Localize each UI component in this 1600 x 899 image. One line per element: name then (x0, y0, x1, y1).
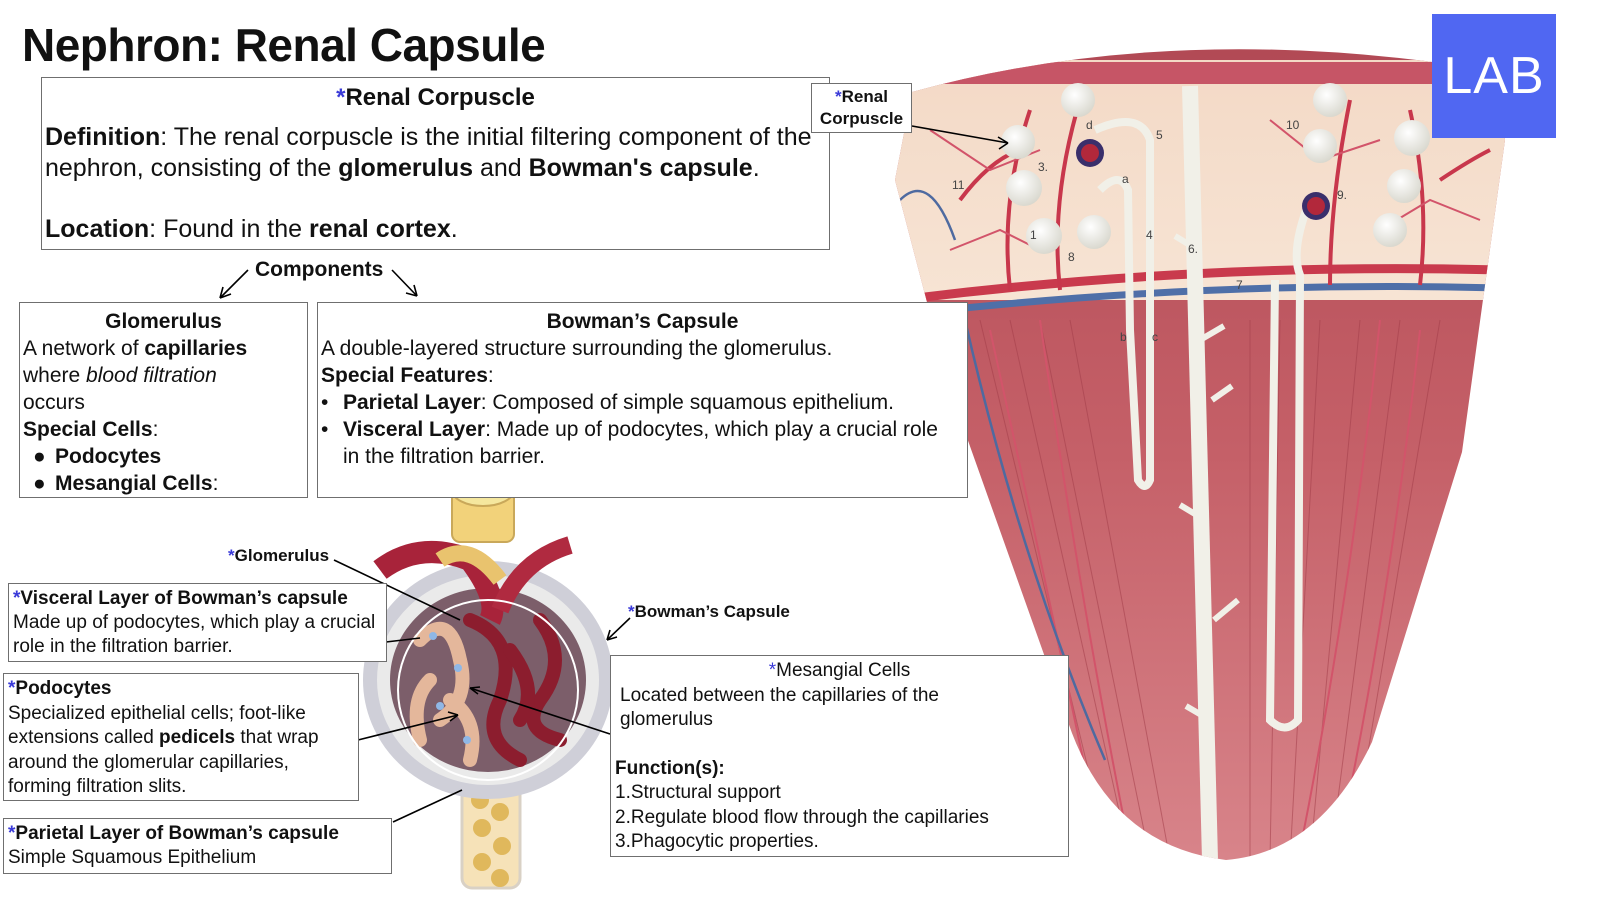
location-text: Location: Found in the renal cortex. (45, 215, 458, 243)
list-item: •Parietal Layer: Composed of simple squa… (321, 391, 894, 414)
list-item: 2.Regulate blood flow through the capill… (615, 806, 989, 828)
page-title: Nephron: Renal Capsule (22, 19, 546, 71)
visceral-layer-callout: *Visceral Layer of Bowman’s capsule Made… (8, 583, 387, 662)
model-number: d (1086, 118, 1093, 132)
glomerulus-box: Glomerulus A network of capillaries wher… (19, 302, 308, 498)
list-item: ●Podocytes (33, 445, 162, 468)
model-number: 9. (1337, 188, 1348, 202)
model-number: 6. (1188, 242, 1199, 256)
model-number: a (1122, 172, 1129, 186)
definition-text: Definition: The renal corpuscle is the i… (45, 123, 812, 182)
model-number: 7 (1236, 278, 1243, 292)
bowmans-capsule-heading: Bowman’s Capsule (546, 310, 739, 333)
model-number: b (1120, 330, 1127, 344)
model-number: 3. (1038, 160, 1049, 174)
model-number: c (1152, 330, 1158, 344)
podocytes-callout: *Podocytes Specialized epithelial cells;… (3, 673, 359, 801)
bowmans-capsule-tag: *Bowman’s Capsule (628, 602, 790, 621)
renal-corpuscle-model (363, 473, 613, 890)
leader-lines (219, 125, 1009, 823)
list-item: •Visceral Layer: Made up of podocytes, w… (321, 418, 938, 468)
components-label: Components (255, 258, 384, 281)
mesangial-cells-callout: *Mesangial Cells Located between the cap… (610, 655, 1069, 857)
model-number: 4 (1146, 228, 1153, 242)
renal-corpuscle-box: *Renal Corpuscle Definition: The renal c… (41, 77, 830, 250)
model-number: 8 (1068, 250, 1075, 264)
list-item: ●Mesangial Cells: (33, 472, 219, 495)
parietal-layer-callout: *Parietal Layer of Bowman’s capsule Simp… (3, 818, 392, 874)
model-number: 5 (1156, 128, 1163, 142)
model-number: 10 (1286, 118, 1300, 132)
renal-corpuscle-tag: *Renal Corpuscle (811, 83, 912, 133)
model-number: 1 (1030, 228, 1037, 242)
bowmans-capsule-box: Bowman’s Capsule A double-layered struct… (317, 302, 968, 498)
glomerulus-tag: *Glomerulus (228, 546, 330, 565)
glomerulus-heading: Glomerulus (105, 310, 222, 333)
list-item: 3.Phagocytic properties. (615, 831, 819, 852)
model-number: 11 (952, 178, 965, 192)
lab-logo: LAB (1432, 14, 1556, 138)
renal-corpuscle-heading: *Renal Corpuscle (336, 84, 535, 111)
list-item: 1.Structural support (615, 782, 781, 803)
